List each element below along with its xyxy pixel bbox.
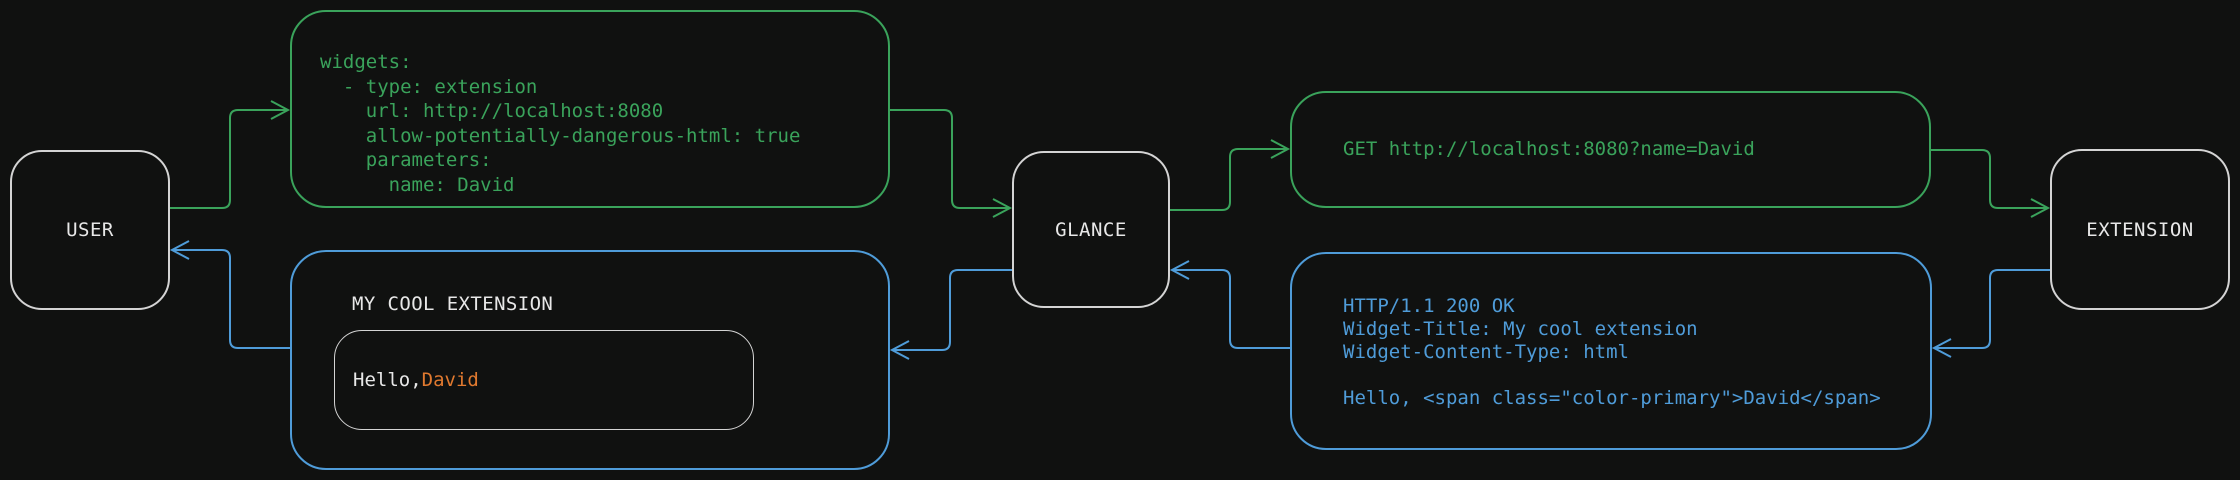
- extension-node-label: EXTENSION: [2086, 218, 2194, 241]
- widget-title: MY COOL EXTENSION: [352, 293, 554, 315]
- arrow-request-to-extension: [1931, 149, 2051, 218]
- user-node-label: USER: [66, 219, 114, 241]
- arrow-glance-to-request: [1170, 139, 1291, 211]
- arrow-user-to-config: [170, 100, 291, 209]
- greeting-prefix: Hello,: [353, 369, 422, 391]
- arrow-config-to-glance: [890, 109, 1013, 218]
- arrow-response-to-glance: [1169, 260, 1290, 349]
- http-request-box: GET http://localhost:8080?name=David: [1290, 91, 1931, 208]
- glance-node-label: GLANCE: [1055, 218, 1127, 241]
- widget-greeting-box: Hello, David: [334, 330, 754, 430]
- http-response-code: HTTP/1.1 200 OK Widget-Title: My cool ex…: [1343, 295, 1881, 409]
- glance-node: GLANCE: [1012, 151, 1170, 308]
- extension-node: EXTENSION: [2050, 149, 2230, 310]
- arrow-glance-to-widget: [889, 269, 1012, 360]
- user-node: USER: [10, 150, 170, 310]
- http-response-box: HTTP/1.1 200 OK Widget-Title: My cool ex…: [1290, 252, 1932, 450]
- http-request-code: GET http://localhost:8080?name=David: [1343, 138, 1755, 160]
- yaml-config-code: widgets: - type: extension url: http://l…: [320, 51, 801, 196]
- arrow-widget-to-user: [169, 240, 290, 349]
- greeting-name: David: [421, 369, 479, 391]
- arrow-extension-to-response: [1931, 269, 2050, 358]
- widget-render-box: MY COOL EXTENSION Hello, David: [290, 250, 890, 470]
- yaml-config-box: widgets: - type: extension url: http://l…: [290, 10, 890, 208]
